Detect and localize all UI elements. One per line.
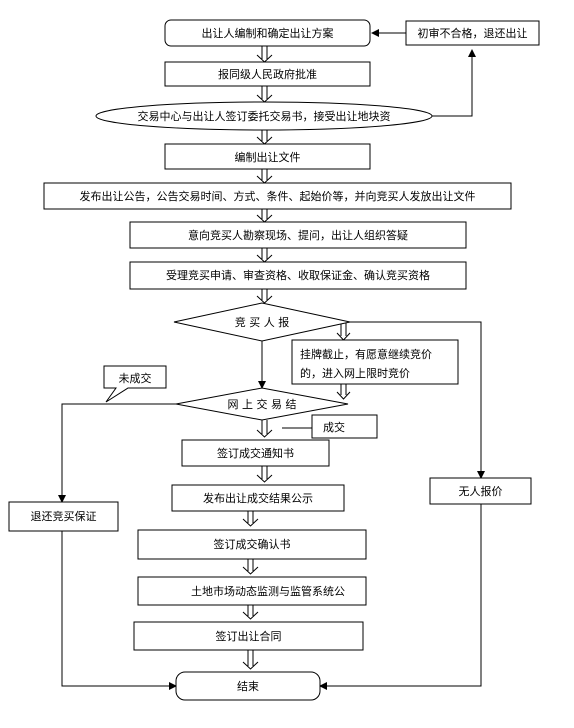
step-1: 出让人编制和确定出让方案 — [164, 19, 371, 47]
step-7: 受理竞买申请、审查资格、收取保证金、确认竞买资格 — [129, 261, 467, 290]
step-5: 发布出让公告，公告交易时间、方式、条件、起始价等，并向竞买人发放出让文件 — [43, 182, 512, 210]
svg-text:未成交: 未成交 — [119, 371, 152, 385]
svg-text:土地市场动态监测与监管系统公: 土地市场动态监测与监管系统公 — [191, 584, 345, 598]
step-14: 土地市场动态监测与监管系统公 — [137, 576, 367, 606]
svg-text:签订成交确认书: 签订成交确认书 — [214, 537, 291, 551]
step-3-ellipse: 交易中心与出让人签订委托交易书，接受出让地块资 — [95, 101, 433, 131]
svg-text:无人报价: 无人报价 — [459, 484, 503, 498]
callout-not-traded: 未成交 — [103, 365, 167, 403]
svg-text:退还竞买保证: 退还竞买保证 — [31, 509, 97, 523]
svg-text:交易中心与出让人签订委托交易书，接受出让地块资: 交易中心与出让人签订委托交易书，接受出让地块资 — [138, 109, 391, 123]
decision-online-result: 网 上 交 易 结 — [175, 387, 349, 421]
svg-text:初审不合格，退还出让: 初审不合格，退还出让 — [418, 26, 528, 40]
decision-bid: 竞 买 人 报 — [173, 302, 351, 342]
svg-text:结束: 结束 — [237, 680, 259, 693]
step-11: 签订成交通知书 — [181, 439, 330, 467]
end-terminal: 结束 — [175, 671, 321, 701]
no-bid-box: 无人报价 — [429, 477, 532, 505]
svg-text:出让人编制和确定出让方案: 出让人编制和确定出让方案 — [202, 26, 334, 40]
step-15: 签订出让合同 — [133, 621, 364, 651]
traded-box: 成交 — [282, 414, 378, 439]
svg-text:编制出让文件: 编制出让文件 — [235, 150, 301, 164]
step-4: 编制出让文件 — [164, 143, 371, 170]
refund-box: 退还竞买保证 — [8, 501, 119, 532]
svg-text:成交: 成交 — [323, 420, 345, 434]
svg-text:网 上 交 易 结: 网 上 交 易 结 — [228, 397, 297, 411]
svg-text:签订成交通知书: 签订成交通知书 — [217, 446, 294, 460]
svg-text:意向竞买人勘察现场、提问，出让人组织答疑: 意向竞买人勘察现场、提问，出让人组织答疑 — [188, 228, 408, 242]
connectors — [58, 29, 485, 690]
svg-text:发布出让公告，公告交易时间、方式、条件、起始价等，并向竞买人: 发布出让公告，公告交易时间、方式、条件、起始价等，并向竞买人发放出让文件 — [80, 189, 476, 203]
svg-text:竞 买 人 报: 竞 买 人 报 — [235, 315, 290, 329]
listing-close-box: 挂牌截止，有愿意继续竞价 的，进入网上限时竞价 — [291, 339, 459, 385]
step-12: 发布出让成交结果公示 — [171, 484, 345, 512]
svg-text:的，进入网上限时竞价: 的，进入网上限时竞价 — [300, 366, 410, 380]
svg-text:受理竞买申请、审查资格、收取保证金、确认竞买资格: 受理竞买申请、审查资格、收取保证金、确认竞买资格 — [166, 268, 430, 282]
step-6: 意向竞买人勘察现场、提问，出让人组织答疑 — [129, 221, 467, 249]
step-2: 报同级人民政府批准 — [164, 61, 371, 87]
svg-text:签订出让合同: 签订出让合同 — [216, 629, 282, 643]
svg-text:挂牌截止，有愿意继续竞价: 挂牌截止，有愿意继续竞价 — [300, 347, 432, 361]
step-13: 签订成交确认书 — [137, 529, 367, 560]
svg-text:报同级人民政府批准: 报同级人民政府批准 — [218, 67, 317, 81]
reject-box: 初审不合格，退还出让 — [405, 20, 540, 46]
svg-text:发布出让成交结果公示: 发布出让成交结果公示 — [203, 491, 313, 505]
